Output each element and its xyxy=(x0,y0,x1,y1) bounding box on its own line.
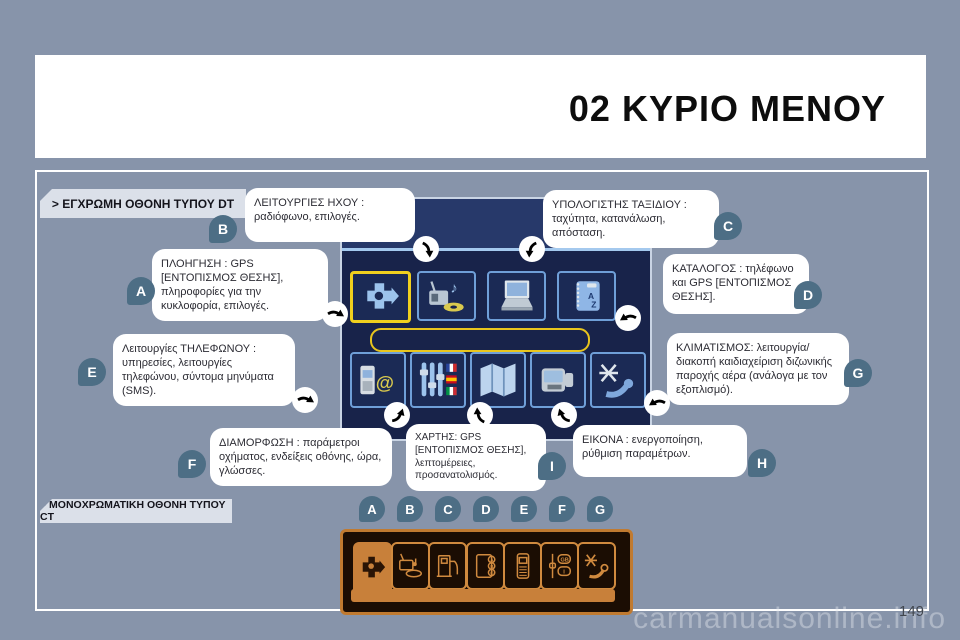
svg-text:C: C xyxy=(490,570,494,575)
directory-icon: A Z xyxy=(557,271,616,321)
video-icon xyxy=(530,352,586,408)
audio-icon: ♪ xyxy=(417,271,476,321)
callout-directory: ΚΑΤΑΛΟΓΟΣ : τηλέφωνο και GPS [ΕΝΤΟΠΙΣΜΟΣ… xyxy=(663,254,809,314)
svg-text:A: A xyxy=(490,557,494,562)
badge-i: I xyxy=(538,452,566,480)
page-number: 149 xyxy=(899,603,925,620)
phone-internet-icon: @ xyxy=(350,352,406,408)
badge-c: C xyxy=(714,212,742,240)
arrow-connector-icon xyxy=(384,402,410,428)
navigation-icon xyxy=(353,542,392,594)
svg-text:GB: GB xyxy=(560,557,568,563)
directory-icon: A B C xyxy=(466,542,505,590)
badge-a: A xyxy=(127,277,155,305)
arrow-connector-icon xyxy=(615,305,641,331)
page-title: 02 ΚΥΡΙΟ ΜΕΝΟΥ xyxy=(568,88,886,129)
page-header: 02 ΚΥΡΙΟ ΜΕΝΟΥ xyxy=(35,55,926,158)
settings-language-icon: GB I xyxy=(540,542,579,590)
callout-audio: ΛΕΙΤΟΥΡΓΙΕΣ ΗΧΟΥ : ραδιόφωνο, επιλογές. xyxy=(245,188,415,242)
callout-navigation: ΠΛΟΗΓΗΣΗ : GPS [ΕΝΤΟΠΙΣΜΟΣ ΘΕΣΗΣ], πληρο… xyxy=(152,249,328,322)
callout-video: ΕΙΚΟΝΑ : ενεργοποίηση, ρύθμιση παραμέτρω… xyxy=(573,425,747,477)
arrow-connector-icon xyxy=(292,387,318,413)
badge-f: F xyxy=(178,450,206,478)
svg-text:@: @ xyxy=(376,372,394,393)
badge-h: H xyxy=(748,449,776,477)
row-badge-c: C xyxy=(435,496,461,522)
computer-icon xyxy=(487,271,546,321)
callout-telephone: Λειτουργίες ΤΗΛΕΦΩΝΟΥ : υπηρεσίες, λειτο… xyxy=(113,334,295,407)
svg-text:A: A xyxy=(588,291,594,301)
badge-e: E xyxy=(78,358,106,386)
fuel-pump-icon xyxy=(428,542,467,590)
row-badge-g: G xyxy=(587,496,613,522)
phone-icon xyxy=(503,542,542,590)
arrow-connector-icon xyxy=(551,402,577,428)
callout-trip-computer: ΥΠΟΛΟΓΙΣΤΗΣ ΤΑΞΙΔΙΟΥ : ταχύτητα, κατανάλ… xyxy=(543,190,719,249)
svg-text:B: B xyxy=(490,564,494,569)
badge-g: G xyxy=(844,359,872,387)
svg-text:♪: ♪ xyxy=(450,281,457,297)
row-badge-e: E xyxy=(511,496,537,522)
color-screen-tag: > ΕΓΧΡΩΜΗ ΟΘΟΝΗ ΤΥΠΟΥ DT xyxy=(40,189,246,218)
callout-configuration: ΔΙΑΜΟΡΦΩΣΗ : παράμετροι οχήματος, ενδείξ… xyxy=(210,428,392,487)
arrow-connector-icon xyxy=(467,402,493,428)
arrow-connector-icon xyxy=(519,236,545,262)
mono-display: A B C GB I xyxy=(340,529,633,615)
mono-screen-tag: > ΜΟΝΟΧΡΩΜΑΤΙΚΗ ΟΘΟΝΗ ΤΥΠΟΥ CT xyxy=(40,499,232,523)
climate-icon xyxy=(590,352,646,408)
arrow-connector-icon xyxy=(322,301,348,327)
callout-map: ΧΑΡΤΗΣ: GPS [ΕΝΤΟΠΙΣΜΟΣ ΘΕΣΗΣ], λεπτομέρ… xyxy=(406,424,546,492)
row-badge-a: A xyxy=(359,496,385,522)
badge-d: D xyxy=(794,281,822,309)
svg-text:I: I xyxy=(563,569,565,575)
navigation-icon xyxy=(350,271,411,323)
arrow-connector-icon xyxy=(644,390,670,416)
climate-icon xyxy=(577,542,616,590)
settings-sliders-flags-icon xyxy=(410,352,466,408)
selection-band xyxy=(370,328,590,352)
mono-selection-bar xyxy=(351,589,615,602)
row-badge-d: D xyxy=(473,496,499,522)
audio-icon xyxy=(391,542,430,590)
callout-climate: ΚΛΙΜΑΤΙΣΜΟΣ: λειτουργία/διακοπή καιδιαχε… xyxy=(667,333,849,406)
arrow-connector-icon xyxy=(413,236,439,262)
badge-b: B xyxy=(209,215,237,243)
row-badge-f: F xyxy=(549,496,575,522)
watermark: carmanualsonline.info xyxy=(633,602,946,635)
display-divider-line xyxy=(342,248,650,251)
svg-text:Z: Z xyxy=(591,300,596,310)
map-icon xyxy=(470,352,526,408)
row-badge-b: B xyxy=(397,496,423,522)
